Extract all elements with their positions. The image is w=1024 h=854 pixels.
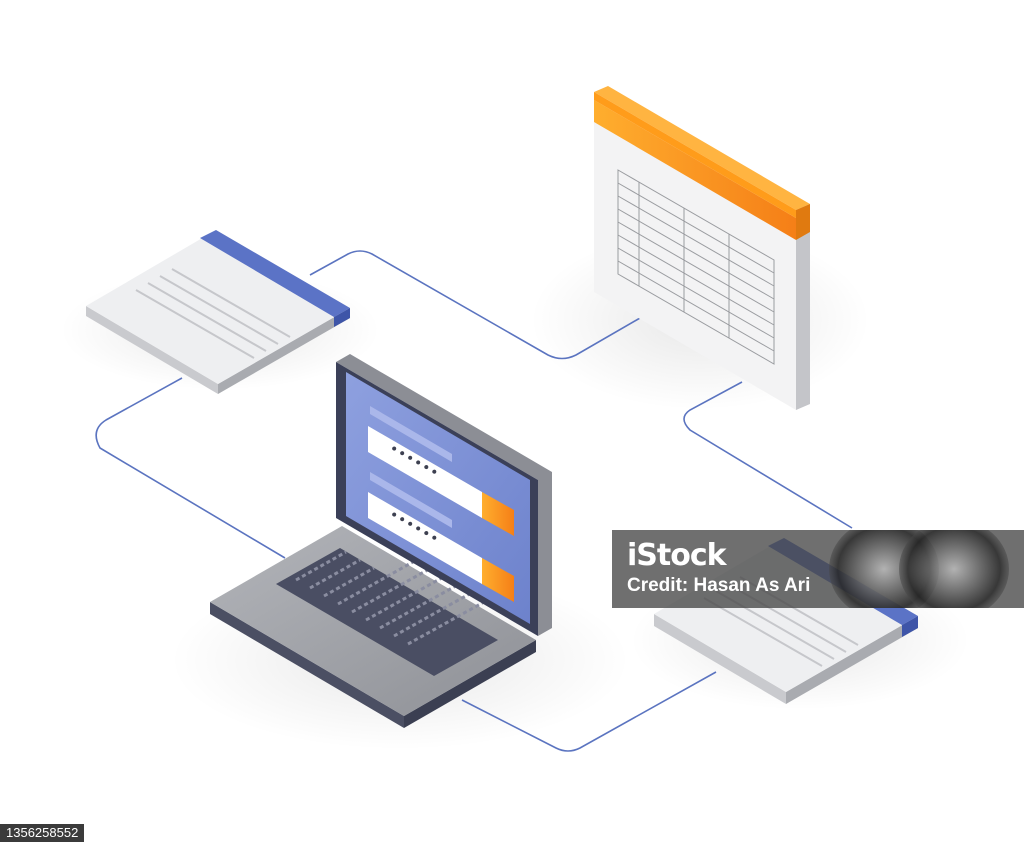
laptop-base-edge — [210, 602, 404, 728]
password-field-2 — [368, 492, 482, 584]
connector-doc-to-laptop — [95, 377, 286, 559]
laptop-icon: •••••• •••••• — [210, 354, 552, 728]
doc-header-bar — [200, 230, 350, 317]
watermark-logo: iStock — [627, 538, 727, 573]
spreadsheet-icon — [594, 86, 810, 410]
watermark-credit: Credit: Hasan As Ari — [627, 575, 811, 596]
document-icon — [86, 230, 350, 394]
connector-lines — [95, 250, 853, 752]
password-label-line — [370, 472, 452, 528]
connector-laptop-to-doc — [461, 671, 717, 752]
doc-text-lines — [135, 268, 291, 359]
watermark-gloss — [829, 530, 1009, 608]
spreadsheet-grid — [617, 169, 775, 365]
connector-doc-to-spreadsheet — [309, 250, 641, 360]
username-label-line — [370, 406, 452, 462]
spreadsheet-header-bar — [594, 100, 796, 240]
watermark-banner: iStock Credit: Hasan As Ari — [612, 530, 1024, 608]
submit-button-2 — [482, 558, 514, 602]
connector-spreadsheet-to-doc — [683, 381, 853, 529]
password-field-1 — [368, 426, 482, 518]
image-id-label: 1356258552 — [0, 824, 85, 842]
keyboard-icon — [276, 548, 498, 676]
submit-button-1 — [482, 492, 514, 536]
